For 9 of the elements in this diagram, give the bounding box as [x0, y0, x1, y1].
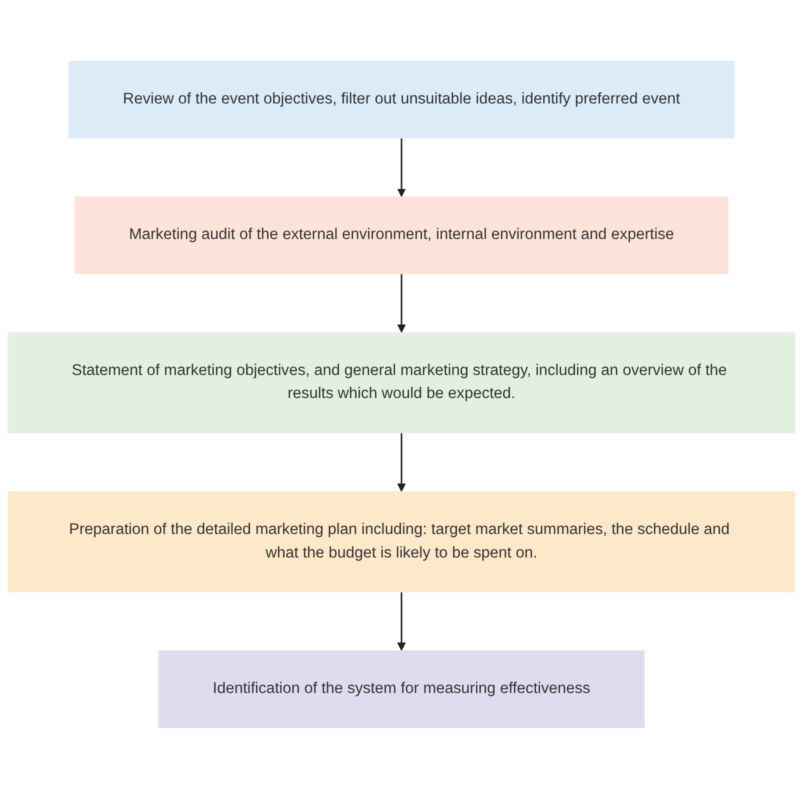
node-box: Review of the event objectives, filter out unsuitable ideas, identify preferred event — [68, 60, 734, 138]
arrow — [397, 138, 406, 197]
arrow — [397, 592, 406, 650]
node-box: Marketing audit of the external environment, internal environment and expertise — [74, 196, 728, 274]
node-box: Preparation of the detailed marketing plan including: target market summaries, the schedule and what the budget is likely to be spent on. — [8, 490, 796, 592]
arrow — [397, 432, 406, 492]
node-box: Identification of the system for measuring effectiveness — [158, 650, 645, 728]
node-box: Statement of marketing objectives, and general marketing strategy, including an overview of the results which would be expected. — [8, 332, 796, 433]
arrow — [397, 274, 406, 332]
